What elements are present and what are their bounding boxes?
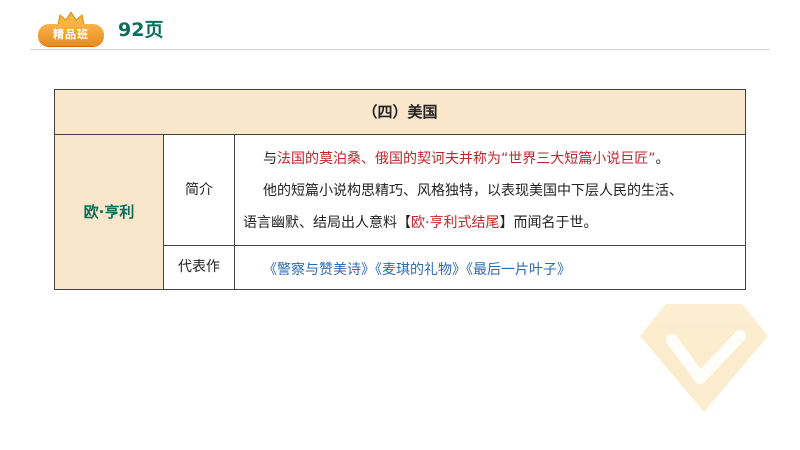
intro-line-3-suffix: 】而闻名于世。: [499, 215, 598, 231]
page-header: 精品班 92页: [0, 0, 800, 52]
crown-icon: [57, 12, 85, 26]
intro-line-1: 与法国的莫泊桑、俄国的契诃夫并称为“世界三大短篇小说巨匠”。: [263, 148, 670, 168]
works-label: 代表作: [164, 246, 235, 289]
author-table: （四）美国 欧·亨利 简介 代表作 与法国的莫泊桑、俄国的契诃夫并称为“世界三大…: [54, 89, 746, 290]
intro-line-3-highlight: 欧·亨利式结尾: [411, 215, 500, 231]
logo-watermark-icon: [640, 304, 768, 412]
intro-line-2: 他的短篇小说构思精巧、风格独特，以表现美国中下层人民的生活、: [263, 183, 683, 199]
intro-line-3: 语言幽默、结局出人意料【欧·亨利式结尾】而闻名于世。: [243, 212, 597, 232]
intro-cell: 与法国的莫泊桑、俄国的契诃夫并称为“世界三大短篇小说巨匠”。 他的短篇小说构思精…: [235, 135, 745, 246]
intro-line-1-highlight: 法国的莫泊桑、俄国的契诃夫并称为“世界三大短篇小说巨匠”: [277, 151, 656, 167]
intro-line-1-suffix: 。: [655, 151, 670, 167]
page-title: 92页: [118, 19, 164, 41]
intro-label: 简介: [164, 135, 235, 246]
badge-label: 精品班: [38, 24, 104, 46]
intro-line-3-prefix: 语言幽默、结局出人意料【: [243, 215, 411, 231]
table-heading: （四）美国: [55, 90, 745, 135]
header-divider: [30, 49, 770, 50]
works-cell: 《警察与赞美诗》《麦琪的礼物》《最后一片叶子》: [235, 246, 745, 289]
works-list: 《警察与赞美诗》《麦琪的礼物》《最后一片叶子》: [263, 262, 571, 278]
intro-line-1-prefix: 与: [263, 151, 277, 167]
author-name: 欧·亨利: [55, 135, 164, 289]
course-badge: 精品班: [38, 12, 104, 46]
